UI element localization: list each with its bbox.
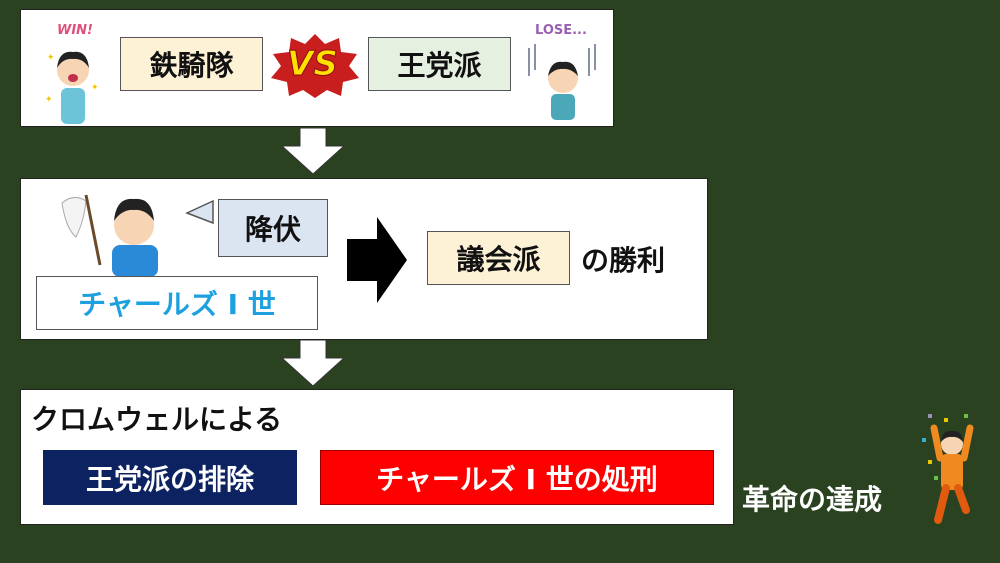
win-person-illustration: WIN! ✦ ✦ ✦	[43, 22, 103, 124]
speech-bubble: 降伏	[218, 199, 328, 257]
person-name-box: チャールズ I 世	[36, 276, 318, 330]
sad-person-icon	[528, 44, 596, 120]
celebrating-person-icon	[922, 414, 974, 524]
step2-panel: 降伏 チャールズ I 世 議会派 の勝利	[20, 178, 708, 340]
speech-tail-icon	[185, 199, 214, 225]
action-execute-charles: チャールズ I 世の処刑	[320, 450, 714, 505]
svg-text:✦: ✦	[91, 83, 99, 93]
left-faction-box: 鉄騎隊	[120, 37, 263, 91]
winner-suffix: の勝利	[581, 244, 666, 277]
right-arrow-icon	[347, 217, 407, 303]
step3-heading: クロムウェルによる	[31, 403, 283, 436]
step1-panel: WIN! ✦ ✦ ✦ 鉄騎隊 VS 王党派 LOSE...	[20, 9, 614, 127]
down-arrow-icon	[280, 340, 346, 387]
svg-text:✦: ✦	[47, 53, 55, 63]
vs-burst-icon	[271, 34, 359, 98]
svg-text:✦: ✦	[45, 95, 53, 105]
vs-badge: VS	[269, 32, 361, 98]
right-faction-box: 王党派	[368, 37, 511, 91]
win-label: WIN!	[57, 23, 93, 38]
surrender-person-icon	[61, 194, 158, 277]
result-label: 革命の達成	[742, 483, 883, 516]
vs-label: VS	[287, 44, 339, 85]
action-remove-royalists: 王党派の排除	[43, 450, 297, 505]
lose-label: LOSE...	[535, 23, 587, 38]
lose-person-illustration: LOSE...	[521, 22, 606, 122]
winner-faction-box: 議会派	[427, 231, 570, 285]
down-arrow-icon	[280, 128, 346, 175]
happy-person-icon: ✦ ✦ ✦	[45, 51, 99, 124]
step3-panel: クロムウェルによる 王党派の排除 チャールズ I 世の処刑	[20, 389, 734, 525]
